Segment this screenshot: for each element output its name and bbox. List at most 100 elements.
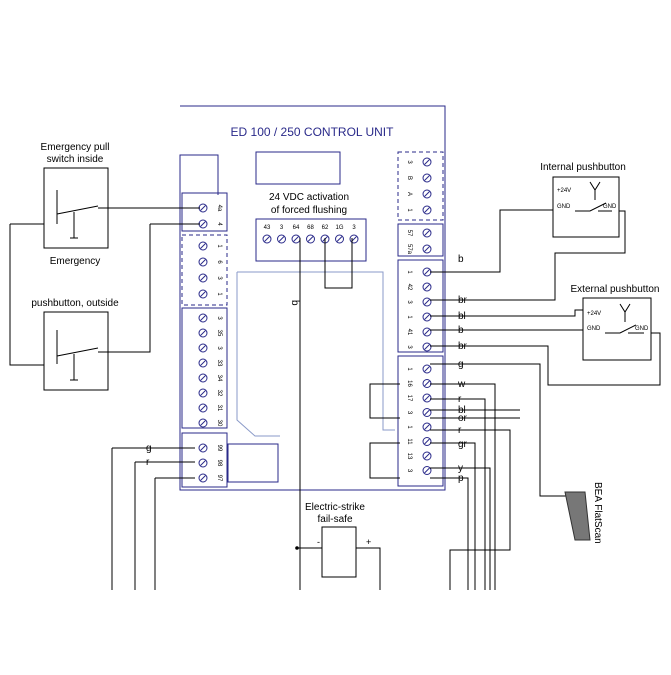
terminal-number: 3 xyxy=(216,316,222,320)
terminal-screw-icon xyxy=(198,458,208,468)
terminal-screw-slot xyxy=(278,236,285,242)
wire-color-label: r xyxy=(458,394,462,405)
terminal-number: 68 xyxy=(307,225,314,231)
terminal-screw-slot xyxy=(200,375,206,381)
terminal-screw-slot xyxy=(424,246,430,252)
external-pb-gnd-l: GND xyxy=(587,326,601,332)
activation-label-1: 24 VDC activation xyxy=(269,192,349,203)
wire-color-label: w xyxy=(457,379,466,390)
terminal-number: 1 xyxy=(216,244,222,248)
internal-pb-gnd-r: GND xyxy=(603,204,617,210)
wire-color-label: br xyxy=(458,341,468,352)
control-unit-outline xyxy=(179,105,446,491)
terminal-screw-slot xyxy=(424,453,430,459)
emergency-pull-switch-icon xyxy=(56,190,99,239)
right-block-d xyxy=(397,355,444,487)
terminal-screw-slot xyxy=(200,345,206,351)
terminal-screw-slot xyxy=(200,315,206,321)
terminal-screw-icon xyxy=(422,437,432,446)
terminal-screw-icon xyxy=(422,451,432,461)
terminal-screw-icon xyxy=(349,234,359,244)
terminal-screw-slot xyxy=(200,460,206,466)
terminal-screw-icon xyxy=(198,343,208,353)
left-block-b xyxy=(181,234,228,306)
top-terminal-wiring xyxy=(299,238,353,590)
terminal-number: 16 xyxy=(406,380,412,387)
terminal-screw-slot xyxy=(200,330,206,336)
strike-label-1: Electric-strike xyxy=(305,502,365,513)
terminal-screw-slot xyxy=(424,284,430,290)
terminal-screw-slot xyxy=(424,395,430,401)
terminal-screw-slot xyxy=(200,243,206,249)
wire-color-label: bl xyxy=(458,405,466,416)
wire-color-label: bl xyxy=(458,311,466,322)
external-pb-plus: +24V xyxy=(587,311,601,317)
terminal-number: 1 xyxy=(406,367,412,371)
terminal-screw-icon xyxy=(277,234,286,244)
internal-pb-switch-icon xyxy=(575,181,612,212)
terminal-number: 3 xyxy=(406,345,412,349)
left-lower-wiring xyxy=(111,447,195,590)
external-pb-gnd-r: GND xyxy=(635,326,649,332)
terminal-screw-slot xyxy=(424,230,430,236)
terminal-number: 3 xyxy=(216,346,222,350)
component-box xyxy=(227,443,279,483)
terminal-number: 97 xyxy=(216,475,222,482)
terminal-number: 57a xyxy=(406,244,412,255)
terminal-screw-slot xyxy=(424,314,430,320)
terminal-screw-icon xyxy=(422,312,432,322)
terminal-screw-slot xyxy=(200,360,206,366)
wire-color-label: b xyxy=(458,254,464,265)
terminal-screw-slot xyxy=(336,236,343,242)
terminal-number: 3 xyxy=(352,225,356,231)
terminal-screw-slot xyxy=(200,291,206,297)
terminal-screw-slot xyxy=(424,191,430,197)
terminal-screw-icon xyxy=(198,373,208,383)
wire-color-label: g xyxy=(458,359,464,370)
terminal-number: 17 xyxy=(406,395,412,402)
terminal-number: 32 xyxy=(216,390,222,397)
left-block-c xyxy=(181,307,228,429)
internal-pb-label: Internal pushbutton xyxy=(540,162,626,173)
left-block-a xyxy=(181,192,228,232)
terminal-screw-icon xyxy=(422,342,432,352)
terminal-number: 1 xyxy=(406,270,412,274)
terminal-number: 64 xyxy=(293,225,300,231)
terminal-screw-slot xyxy=(424,380,430,387)
sensor-icon xyxy=(564,491,591,541)
terminal-screw-slot xyxy=(424,299,430,305)
terminal-number: 13 xyxy=(406,453,412,460)
strike-wiring xyxy=(296,547,381,590)
terminal-screw-icon xyxy=(422,327,432,337)
terminal-number: 11 xyxy=(406,438,412,445)
wire-color-label: b xyxy=(458,325,464,336)
display-window xyxy=(255,151,341,185)
wire-color-label: or xyxy=(458,413,468,424)
terminal-screw-slot xyxy=(200,221,206,227)
terminal-number: 31 xyxy=(216,405,222,412)
internal-pb-plus: +24V xyxy=(557,188,571,194)
emergency-push-box xyxy=(43,311,109,391)
terminal-screw-icon xyxy=(198,241,208,251)
inner-trace-left xyxy=(236,272,280,437)
inner-trace xyxy=(237,271,395,431)
terminal-number: 1 xyxy=(406,425,412,429)
terminal-screw-icon xyxy=(422,393,432,403)
terminal-screw-slot xyxy=(200,405,206,411)
terminal-screw-slot xyxy=(424,159,430,165)
wire-color-label: p xyxy=(458,473,464,484)
terminal-screw-slot xyxy=(200,275,206,281)
emergency-pull-label-1: Emergency pull xyxy=(41,142,110,153)
terminal-number: 99 xyxy=(216,445,222,452)
terminal-number: 34 xyxy=(216,375,222,382)
terminal-screw-slot xyxy=(264,236,270,242)
terminal-number: 1 xyxy=(406,208,412,212)
strike-plus: + xyxy=(366,537,371,547)
terminal-number: 4a xyxy=(216,205,222,212)
terminal-screw-icon xyxy=(422,228,432,238)
terminal-number: 42 xyxy=(406,284,412,291)
terminal-screw-slot xyxy=(424,438,430,445)
